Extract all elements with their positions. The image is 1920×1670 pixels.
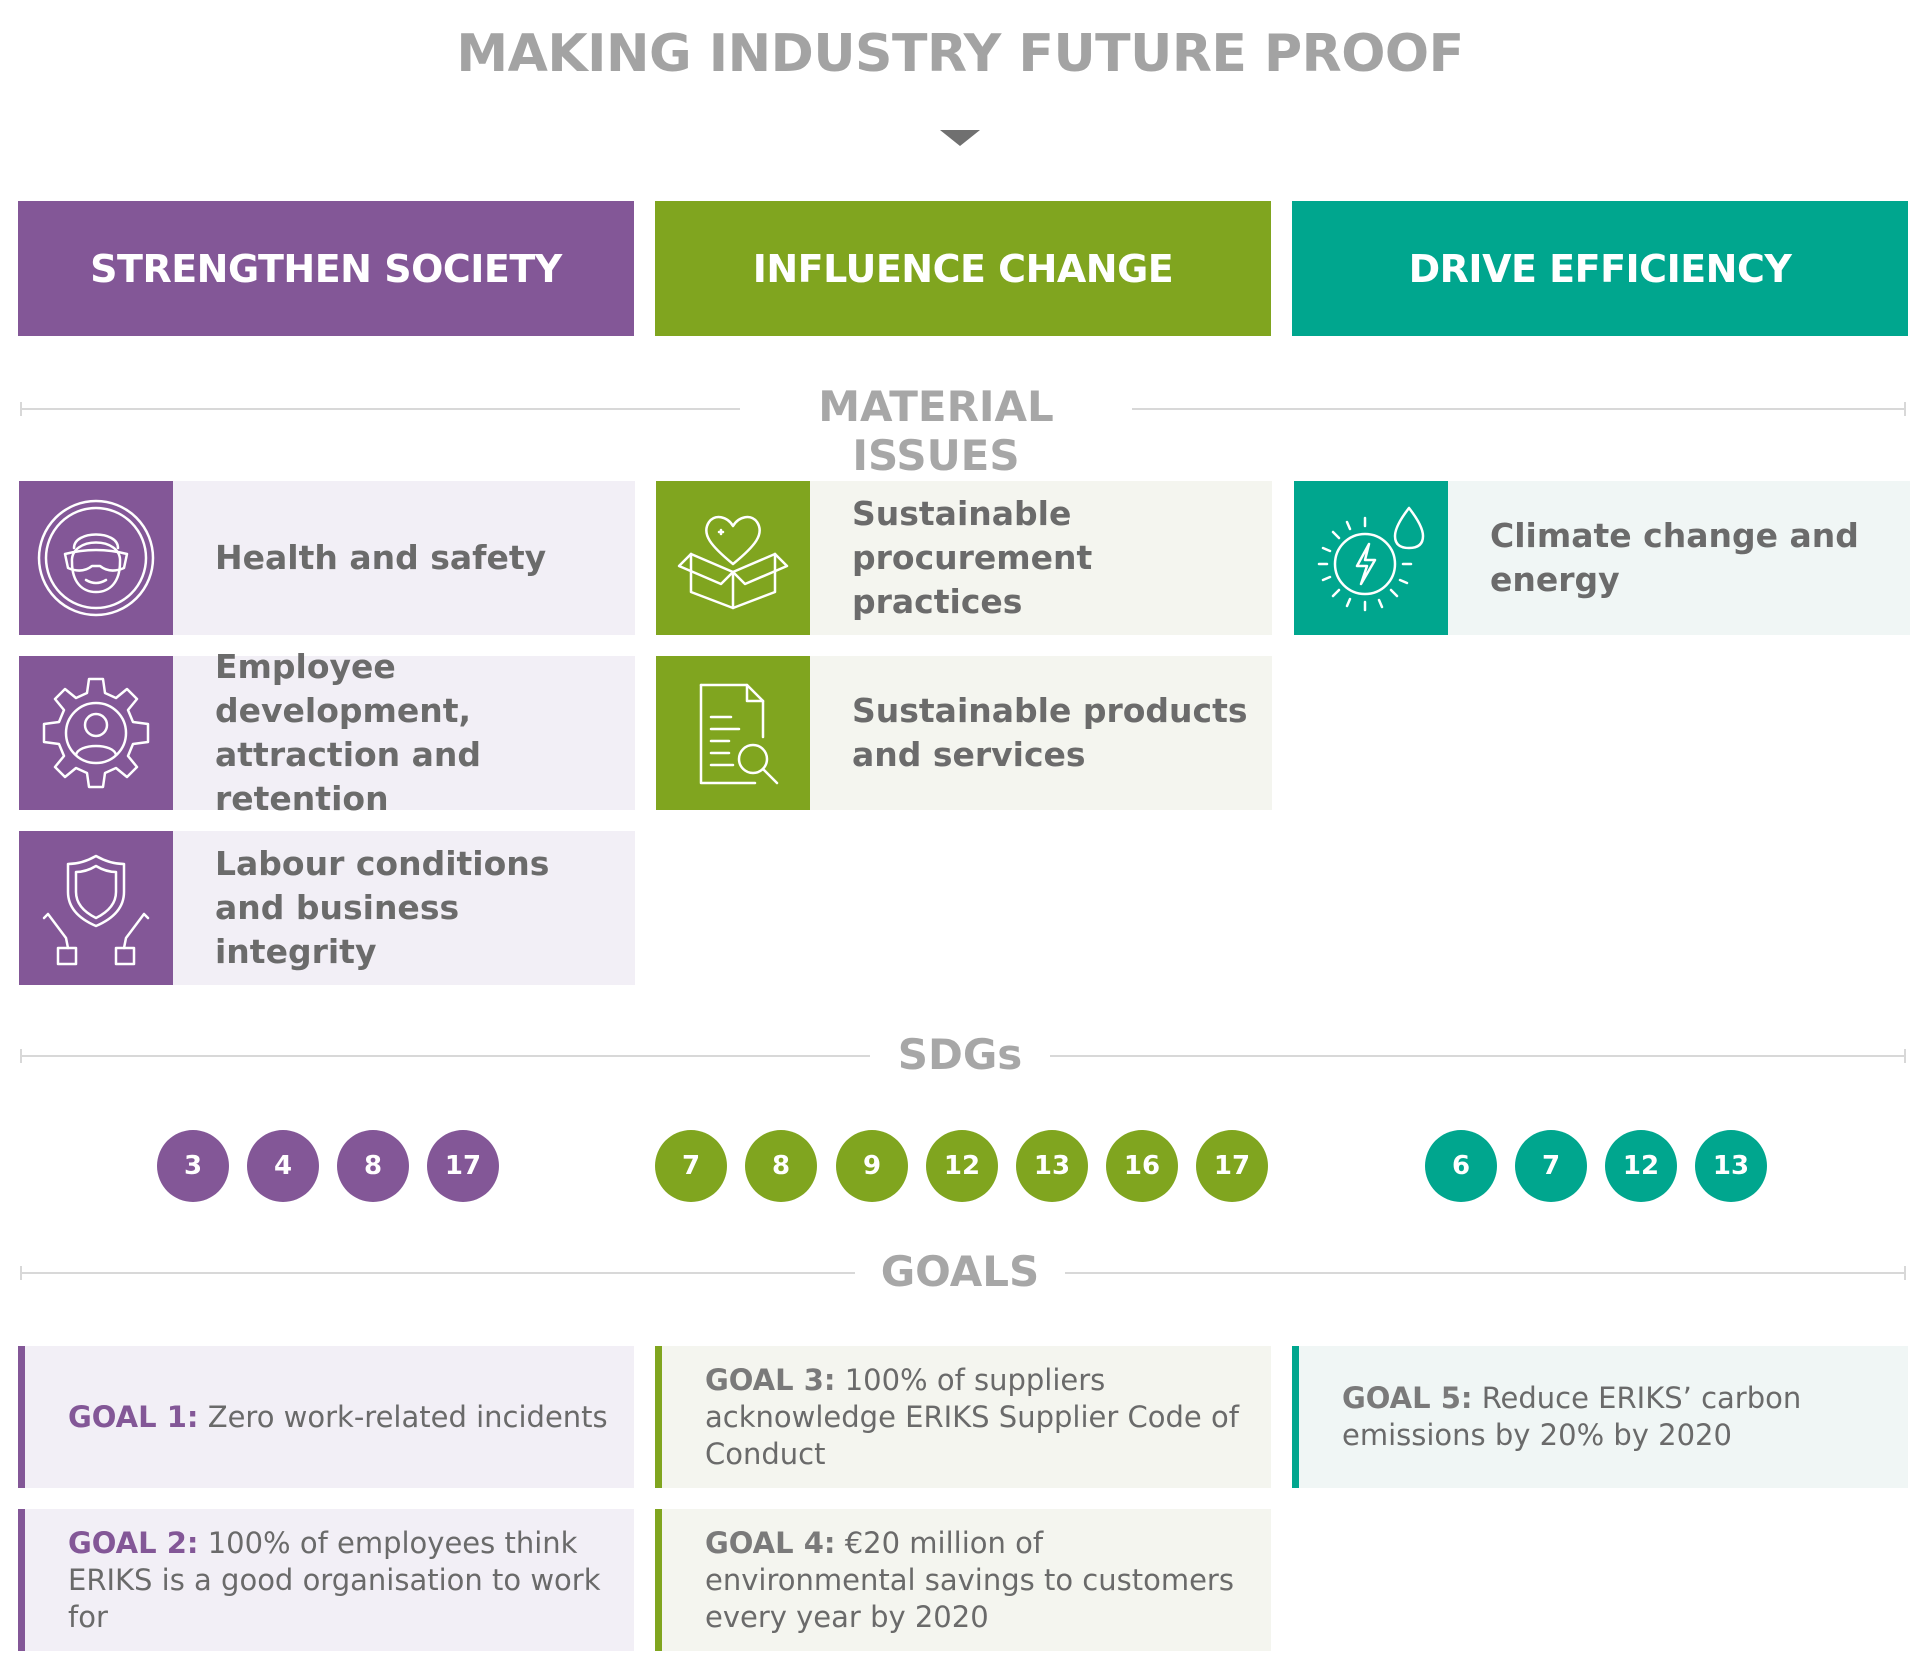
heart-box-icon — [656, 481, 810, 635]
goal-5: GOAL 5: Reduce ERIKS’ carbon emissions b… — [1292, 1346, 1908, 1488]
section-title-material-issues: MATERIAL ISSUES — [740, 382, 1132, 480]
sdg-badge: 4 — [247, 1130, 319, 1202]
goal-text: GOAL 5: Reduce ERIKS’ carbon emissions b… — [1342, 1380, 1888, 1454]
issue-label: Sustainable procurement practices — [852, 494, 1093, 621]
goal-accent-bar — [655, 1346, 662, 1488]
gear-person-icon — [19, 656, 173, 810]
goal-description: Reduce ERIKS’ carbon emissions by 20% by… — [1342, 1381, 1802, 1452]
goal-text: GOAL 3: 100% of suppliers acknowledge ER… — [705, 1362, 1251, 1473]
goal-accent-bar — [18, 1509, 25, 1651]
goal-description: 100% of suppliers acknowledge ERIKS Supp… — [705, 1362, 1239, 1471]
goal-accent-bar — [18, 1346, 25, 1488]
goal-accent-bar — [655, 1509, 662, 1651]
goal-label: GOAL 1: — [68, 1399, 199, 1434]
goal-description: 100% of employees think ERIKS is a good … — [68, 1525, 601, 1634]
sdg-badge: 3 — [157, 1130, 229, 1202]
goal-2: GOAL 2: 100% of employees think ERIKS is… — [18, 1509, 634, 1651]
sdg-badge: 12 — [1605, 1130, 1677, 1202]
document-search-icon — [656, 656, 810, 810]
goal-1: GOAL 1: Zero work-related incidents — [18, 1346, 634, 1488]
issue-label: Labour conditions and business integrity — [215, 844, 550, 971]
sdg-badge: 9 — [836, 1130, 908, 1202]
sdg-badge: 13 — [1695, 1130, 1767, 1202]
goal-label: GOAL 2: — [68, 1525, 199, 1560]
divider-tick — [1904, 402, 1906, 416]
issue-label: Climate change and energy — [1490, 516, 1859, 599]
divider-tick — [20, 1049, 22, 1063]
section-title-goals: GOALS — [855, 1247, 1065, 1296]
goal-label: GOAL 4: — [705, 1525, 836, 1560]
sdg-badge: 17 — [427, 1130, 499, 1202]
goal-description: €20 million of environmental savings to … — [705, 1525, 1234, 1634]
sdg-badge: 6 — [1425, 1130, 1497, 1202]
goal-4: GOAL 4: €20 million of environmental sav… — [655, 1509, 1271, 1651]
goal-accent-bar — [1292, 1346, 1299, 1488]
goal-label: GOAL 3: — [705, 1362, 836, 1397]
issue-employee-development: Employee development, attraction and ret… — [19, 647, 635, 818]
pillar-influence-change: INFLUENCE CHANGE — [655, 201, 1271, 336]
sun-energy-drop-icon — [1294, 481, 1448, 635]
pillar-label: INFLUENCE CHANGE — [752, 246, 1174, 291]
divider-tick — [20, 1266, 22, 1280]
issue-label: Sustainable products and services — [852, 691, 1248, 774]
pillar-label: DRIVE EFFICIENCY — [1408, 246, 1792, 291]
section-title-sdgs: SDGs — [870, 1030, 1050, 1079]
issue-sustainable-procurement: Sustainable procurement practices — [656, 481, 1272, 635]
goal-text: GOAL 2: 100% of employees think ERIKS is… — [68, 1525, 614, 1636]
pillar-label: STRENGTHEN SOCIETY — [90, 246, 562, 291]
pillar-strengthen-society: STRENGTHEN SOCIETY — [18, 201, 634, 336]
pillar-drive-efficiency: DRIVE EFFICIENCY — [1292, 201, 1908, 336]
issue-sustainable-products: Sustainable products and services — [656, 656, 1272, 810]
issue-label: Employee development, attraction and ret… — [215, 647, 482, 818]
goal-text: GOAL 1: Zero work-related incidents — [68, 1399, 608, 1436]
safety-goggles-icon — [19, 481, 173, 635]
goal-label: GOAL 5: — [1342, 1381, 1473, 1415]
sdg-badge: 7 — [1515, 1130, 1587, 1202]
divider-tick — [1904, 1049, 1906, 1063]
sdg-badge: 13 — [1016, 1130, 1088, 1202]
page-title: MAKING INDUSTRY FUTURE PROOF — [456, 24, 1464, 84]
issue-label: Health and safety — [215, 538, 547, 577]
sdg-badge: 8 — [745, 1130, 817, 1202]
shield-hands-icon — [19, 831, 173, 985]
sdg-badge: 12 — [926, 1130, 998, 1202]
issue-climate-energy: Climate change and energy — [1294, 481, 1910, 635]
sdg-badge: 7 — [655, 1130, 727, 1202]
goal-description: Zero work-related incidents — [198, 1399, 608, 1434]
issue-labour-conditions: Labour conditions and business integrity — [19, 831, 635, 985]
goal-3: GOAL 3: 100% of suppliers acknowledge ER… — [655, 1346, 1271, 1488]
sdg-badge: 16 — [1106, 1130, 1178, 1202]
goal-text: GOAL 4: €20 million of environmental sav… — [705, 1525, 1251, 1636]
divider-tick — [20, 402, 22, 416]
issue-health-safety: Health and safety — [19, 481, 635, 635]
divider-tick — [1904, 1266, 1906, 1280]
chevron-down-icon — [940, 130, 980, 146]
sdg-badge: 17 — [1196, 1130, 1268, 1202]
sdg-badge: 8 — [337, 1130, 409, 1202]
